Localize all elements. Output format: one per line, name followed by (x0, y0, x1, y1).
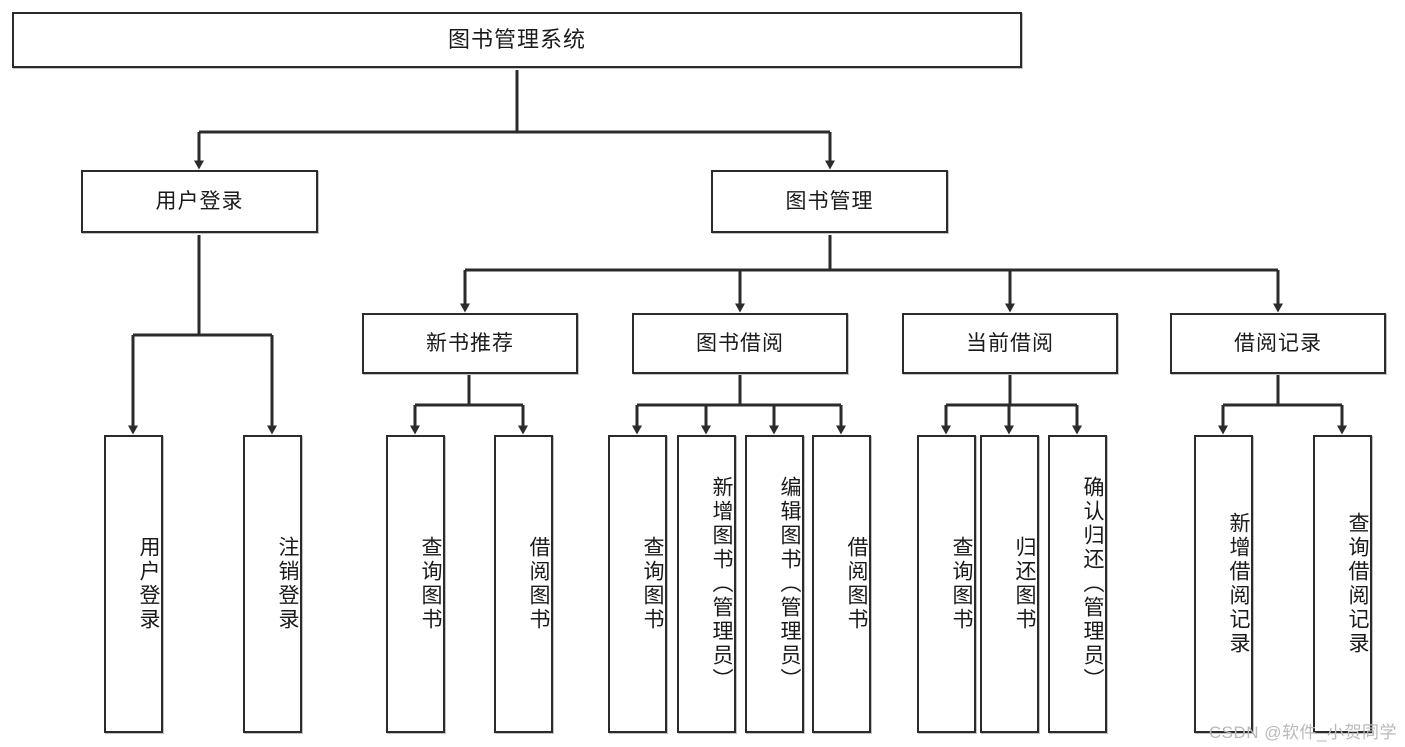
node-root-book-management-system[interactable]: 图书管理系统 (12, 12, 1022, 68)
node-label: 查询图书 (950, 536, 973, 632)
leaf-current-borrow-return-book[interactable]: 归还图书 (980, 435, 1039, 733)
node-label: 图书管理 (785, 189, 874, 213)
node-label: 查询图书 (419, 536, 442, 632)
node-label: 当前借阅 (966, 331, 1054, 355)
leaf-current-borrow-query-book[interactable]: 查询图书 (917, 435, 976, 733)
node-new-book-recommend[interactable]: 新书推荐 (362, 313, 578, 374)
node-label: 借阅图书 (845, 536, 868, 632)
leaf-book-borrow-query-book[interactable]: 查询图书 (608, 435, 667, 733)
node-user-login[interactable]: 用户登录 (81, 170, 318, 233)
node-label: 查询图书 (641, 536, 664, 632)
leaf-new-book-borrow-book[interactable]: 借阅图书 (494, 435, 553, 733)
node-label: 图书借阅 (696, 331, 784, 355)
node-label: 查询借阅记录 (1346, 512, 1369, 656)
leaf-book-borrow-borrow-book[interactable]: 借阅图书 (812, 435, 871, 733)
leaf-new-book-query-book[interactable]: 查询图书 (386, 435, 445, 733)
leaf-borrow-record-add-record[interactable]: 新增借阅记录 (1194, 435, 1253, 733)
node-label: 归还图书 (1013, 536, 1036, 632)
node-label: 图书管理系统 (447, 26, 586, 52)
leaf-book-borrow-add-book-admin[interactable]: 新增图书（管理员） (677, 435, 736, 733)
csdn-watermark: CSDN @软件_小贺同学 (1208, 723, 1397, 742)
node-label: 新书推荐 (426, 331, 514, 355)
leaf-book-borrow-edit-book-admin[interactable]: 编辑图书（管理员） (745, 435, 804, 733)
leaf-current-borrow-confirm-return-admin[interactable]: 确认归还（管理员） (1048, 435, 1107, 733)
node-label: 借阅记录 (1234, 331, 1322, 355)
leaf-user-login-login[interactable]: 用户登录 (104, 435, 163, 733)
leaf-borrow-record-query-record[interactable]: 查询借阅记录 (1313, 435, 1372, 733)
leaf-user-login-logout[interactable]: 注销登录 (243, 435, 302, 733)
node-book-management[interactable]: 图书管理 (711, 170, 948, 233)
node-current-borrow[interactable]: 当前借阅 (902, 313, 1118, 374)
node-label: 编辑图书（管理员） (778, 476, 801, 692)
node-book-borrow[interactable]: 图书借阅 (632, 313, 848, 374)
node-label: 新增图书（管理员） (710, 476, 733, 692)
node-label: 用户登录 (137, 536, 160, 632)
node-borrow-record[interactable]: 借阅记录 (1170, 313, 1386, 374)
node-label: 注销登录 (276, 536, 299, 632)
node-label: 借阅图书 (527, 536, 550, 632)
node-label: 用户登录 (155, 189, 244, 213)
node-label: 确认归还（管理员） (1081, 476, 1104, 692)
node-label: 新增借阅记录 (1227, 512, 1250, 656)
